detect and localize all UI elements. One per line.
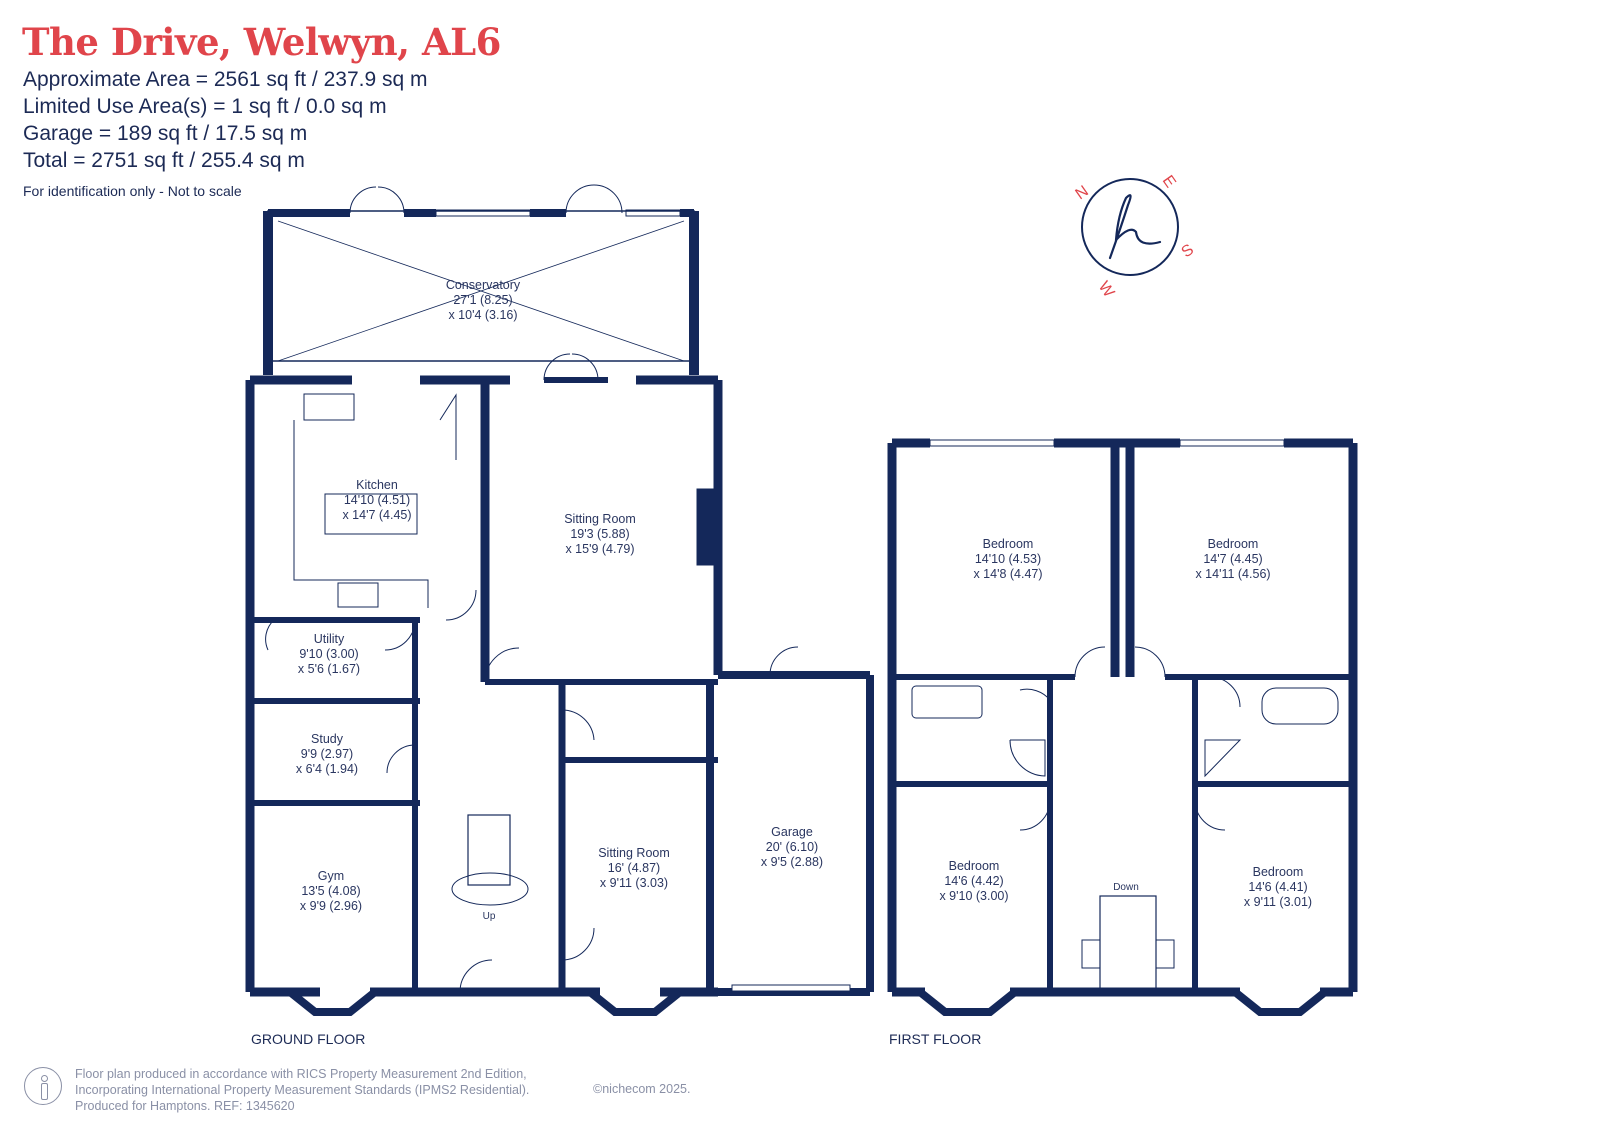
room-dim: x 9'10 (3.00) bbox=[939, 889, 1008, 903]
garage-area: Garage = 189 sq ft / 17.5 sq m bbox=[23, 122, 308, 145]
room-name: Gym bbox=[318, 869, 344, 883]
room-name: Bedroom bbox=[949, 859, 1000, 873]
room-bedroom-4: Bedroom 14'6 (4.41) x 9'11 (3.01) bbox=[1244, 865, 1312, 909]
room-dim: 14'6 (4.42) bbox=[944, 874, 1003, 888]
room-dim: 13'5 (4.08) bbox=[301, 884, 360, 898]
stairs-up-label: Up bbox=[483, 911, 496, 922]
footer-line: Incorporating International Property Mea… bbox=[75, 1083, 530, 1097]
ground-floor-label: GROUND FLOOR bbox=[251, 1031, 366, 1047]
area-summary: Approximate Area = 2561 sq ft / 237.9 sq… bbox=[23, 66, 428, 174]
ground-floor-plan bbox=[245, 184, 874, 1016]
room-dim: 14'7 (4.45) bbox=[1203, 552, 1262, 566]
room-bedroom-3: Bedroom 14'6 (4.42) x 9'10 (3.00) bbox=[939, 859, 1008, 903]
room-study: Study 9'9 (2.97) x 6'4 (1.94) bbox=[296, 732, 358, 776]
conservatory-walls bbox=[263, 184, 699, 375]
room-name: Bedroom bbox=[983, 537, 1034, 551]
room-utility: Utility 9'10 (3.00) x 5'6 (1.67) bbox=[298, 632, 360, 676]
room-garage: Garage 20' (6.10) x 9'5 (2.88) bbox=[761, 825, 823, 869]
compass-east: E bbox=[1159, 173, 1179, 191]
room-dim: x 9'9 (2.96) bbox=[300, 899, 362, 913]
room-kitchen: Kitchen 14'10 (4.51) x 14'7 (4.45) bbox=[342, 478, 411, 522]
room-sitting-room-2: Sitting Room 16' (4.87) x 9'11 (3.03) bbox=[598, 846, 670, 890]
room-dim: 27'1 (8.25) bbox=[453, 293, 512, 307]
compass-ring bbox=[1081, 178, 1179, 276]
scale-note: For identification only - Not to scale bbox=[23, 183, 242, 199]
info-person-icon bbox=[24, 1067, 62, 1105]
footer-notes: Floor plan produced in accordance with R… bbox=[75, 1066, 529, 1114]
limited-use-area: Limited Use Area(s) = 1 sq ft / 0.0 sq m bbox=[23, 95, 387, 118]
room-name: Sitting Room bbox=[598, 846, 670, 860]
room-dim: x 9'5 (2.88) bbox=[761, 855, 823, 869]
room-bedroom-2: Bedroom 14'7 (4.45) x 14'11 (4.56) bbox=[1195, 537, 1270, 581]
room-name: Conservatory bbox=[446, 278, 521, 292]
room-dim: x 5'6 (1.67) bbox=[298, 662, 360, 676]
room-bedroom-1: Bedroom 14'10 (4.53) x 14'8 (4.47) bbox=[973, 537, 1042, 581]
hamptons-h-logo-icon bbox=[1108, 194, 1162, 260]
stairs-down-label: Down bbox=[1113, 882, 1139, 893]
room-dim: x 6'4 (1.94) bbox=[296, 762, 358, 776]
room-sitting-room-1: Sitting Room 19'3 (5.88) x 15'9 (4.79) bbox=[564, 512, 636, 556]
compass: N E S W bbox=[1073, 173, 1197, 302]
compass-north: N bbox=[1073, 183, 1092, 204]
room-name: Kitchen bbox=[356, 478, 398, 492]
page-title: The Drive, Welwyn, AL6 bbox=[22, 20, 501, 64]
approx-area: Approximate Area = 2561 sq ft / 237.9 sq… bbox=[23, 68, 428, 91]
room-name: Garage bbox=[771, 825, 813, 839]
room-name: Bedroom bbox=[1253, 865, 1304, 879]
room-dim: x 9'11 (3.03) bbox=[600, 876, 668, 890]
room-name: Study bbox=[311, 732, 344, 746]
compass-west: W bbox=[1095, 279, 1118, 302]
first-floor-plan bbox=[887, 438, 1358, 1016]
footer-copyright: ©nichecom 2025. bbox=[593, 1082, 691, 1096]
room-dim: 9'9 (2.97) bbox=[301, 747, 353, 761]
room-dim: x 14'7 (4.45) bbox=[342, 508, 411, 522]
room-name: Utility bbox=[314, 632, 345, 646]
footer-line: Floor plan produced in accordance with R… bbox=[75, 1067, 527, 1081]
room-dim: 16' (4.87) bbox=[608, 861, 660, 875]
ground-main-walls bbox=[245, 353, 874, 1016]
first-floor-label: FIRST FLOOR bbox=[889, 1031, 982, 1047]
room-gym: Gym 13'5 (4.08) x 9'9 (2.96) bbox=[300, 869, 362, 913]
room-conservatory: Conservatory 27'1 (8.25) x 10'4 (3.16) bbox=[446, 278, 521, 322]
footer-line: Produced for Hamptons. REF: 1345620 bbox=[75, 1099, 295, 1113]
room-name: Bedroom bbox=[1208, 537, 1259, 551]
room-dim: x 15'9 (4.79) bbox=[565, 542, 634, 556]
room-name: Sitting Room bbox=[564, 512, 636, 526]
room-dim: x 14'8 (4.47) bbox=[973, 567, 1042, 581]
room-dim: 9'10 (3.00) bbox=[299, 647, 358, 661]
total-area: Total = 2751 sq ft / 255.4 sq m bbox=[23, 149, 305, 172]
room-dim: 20' (6.10) bbox=[766, 840, 818, 854]
room-dim: x 14'11 (4.56) bbox=[1195, 567, 1270, 581]
room-dim: 14'10 (4.53) bbox=[975, 552, 1041, 566]
room-dim: x 9'11 (3.01) bbox=[1244, 895, 1312, 909]
compass-south: S bbox=[1179, 241, 1197, 261]
room-dim: 14'6 (4.41) bbox=[1248, 880, 1307, 894]
room-dim: 19'3 (5.88) bbox=[570, 527, 629, 541]
room-dim: 14'10 (4.51) bbox=[344, 493, 410, 507]
room-dim: x 10'4 (3.16) bbox=[448, 308, 517, 322]
